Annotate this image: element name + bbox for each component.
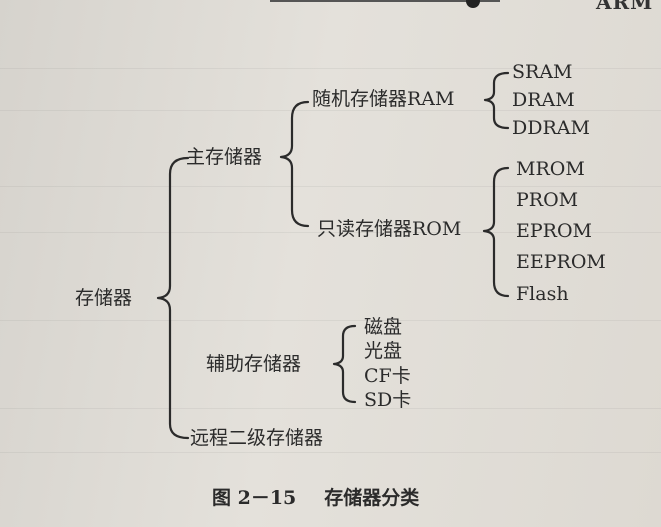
rom-item: EEPROM bbox=[516, 251, 606, 273]
aux-item: CF卡 bbox=[364, 365, 411, 387]
aux-item: 光盘 bbox=[364, 340, 403, 362]
main-memory-label: 主存储器 bbox=[186, 146, 263, 168]
figure-number: 图 2－15 bbox=[212, 487, 297, 509]
aux-item: SD卡 bbox=[364, 389, 412, 411]
remote-memory-label: 远程二级存储器 bbox=[190, 427, 324, 449]
root-label: 存储器 bbox=[75, 287, 133, 309]
ram-item: DRAM bbox=[512, 89, 575, 111]
rom-item: PROM bbox=[516, 189, 579, 211]
header-corner-text: ARM bbox=[596, 0, 654, 14]
aux-item: 磁盘 bbox=[364, 316, 403, 338]
figure-caption: 图 2－15 存储器分类 bbox=[212, 483, 447, 510]
ram-item: DDRAM bbox=[512, 117, 590, 139]
rom-item: EPROM bbox=[516, 220, 592, 242]
ram-brace bbox=[483, 71, 510, 130]
figure-title: 存储器分类 bbox=[324, 487, 420, 509]
rom-item: Flash bbox=[516, 283, 569, 305]
aux-memory-label: 辅助存储器 bbox=[206, 353, 302, 375]
rom-brace bbox=[482, 166, 510, 298]
ram-label: 随机存储器RAM bbox=[312, 88, 455, 110]
rom-label: 只读存储器ROM bbox=[317, 218, 462, 240]
aux-memory-brace bbox=[332, 324, 357, 404]
header-bullet-icon bbox=[466, 0, 480, 8]
rom-item: MROM bbox=[516, 158, 585, 180]
main-memory-brace bbox=[279, 100, 310, 228]
ram-item: SRAM bbox=[512, 61, 573, 83]
root-brace bbox=[156, 156, 190, 440]
header-rule bbox=[270, 0, 500, 2]
